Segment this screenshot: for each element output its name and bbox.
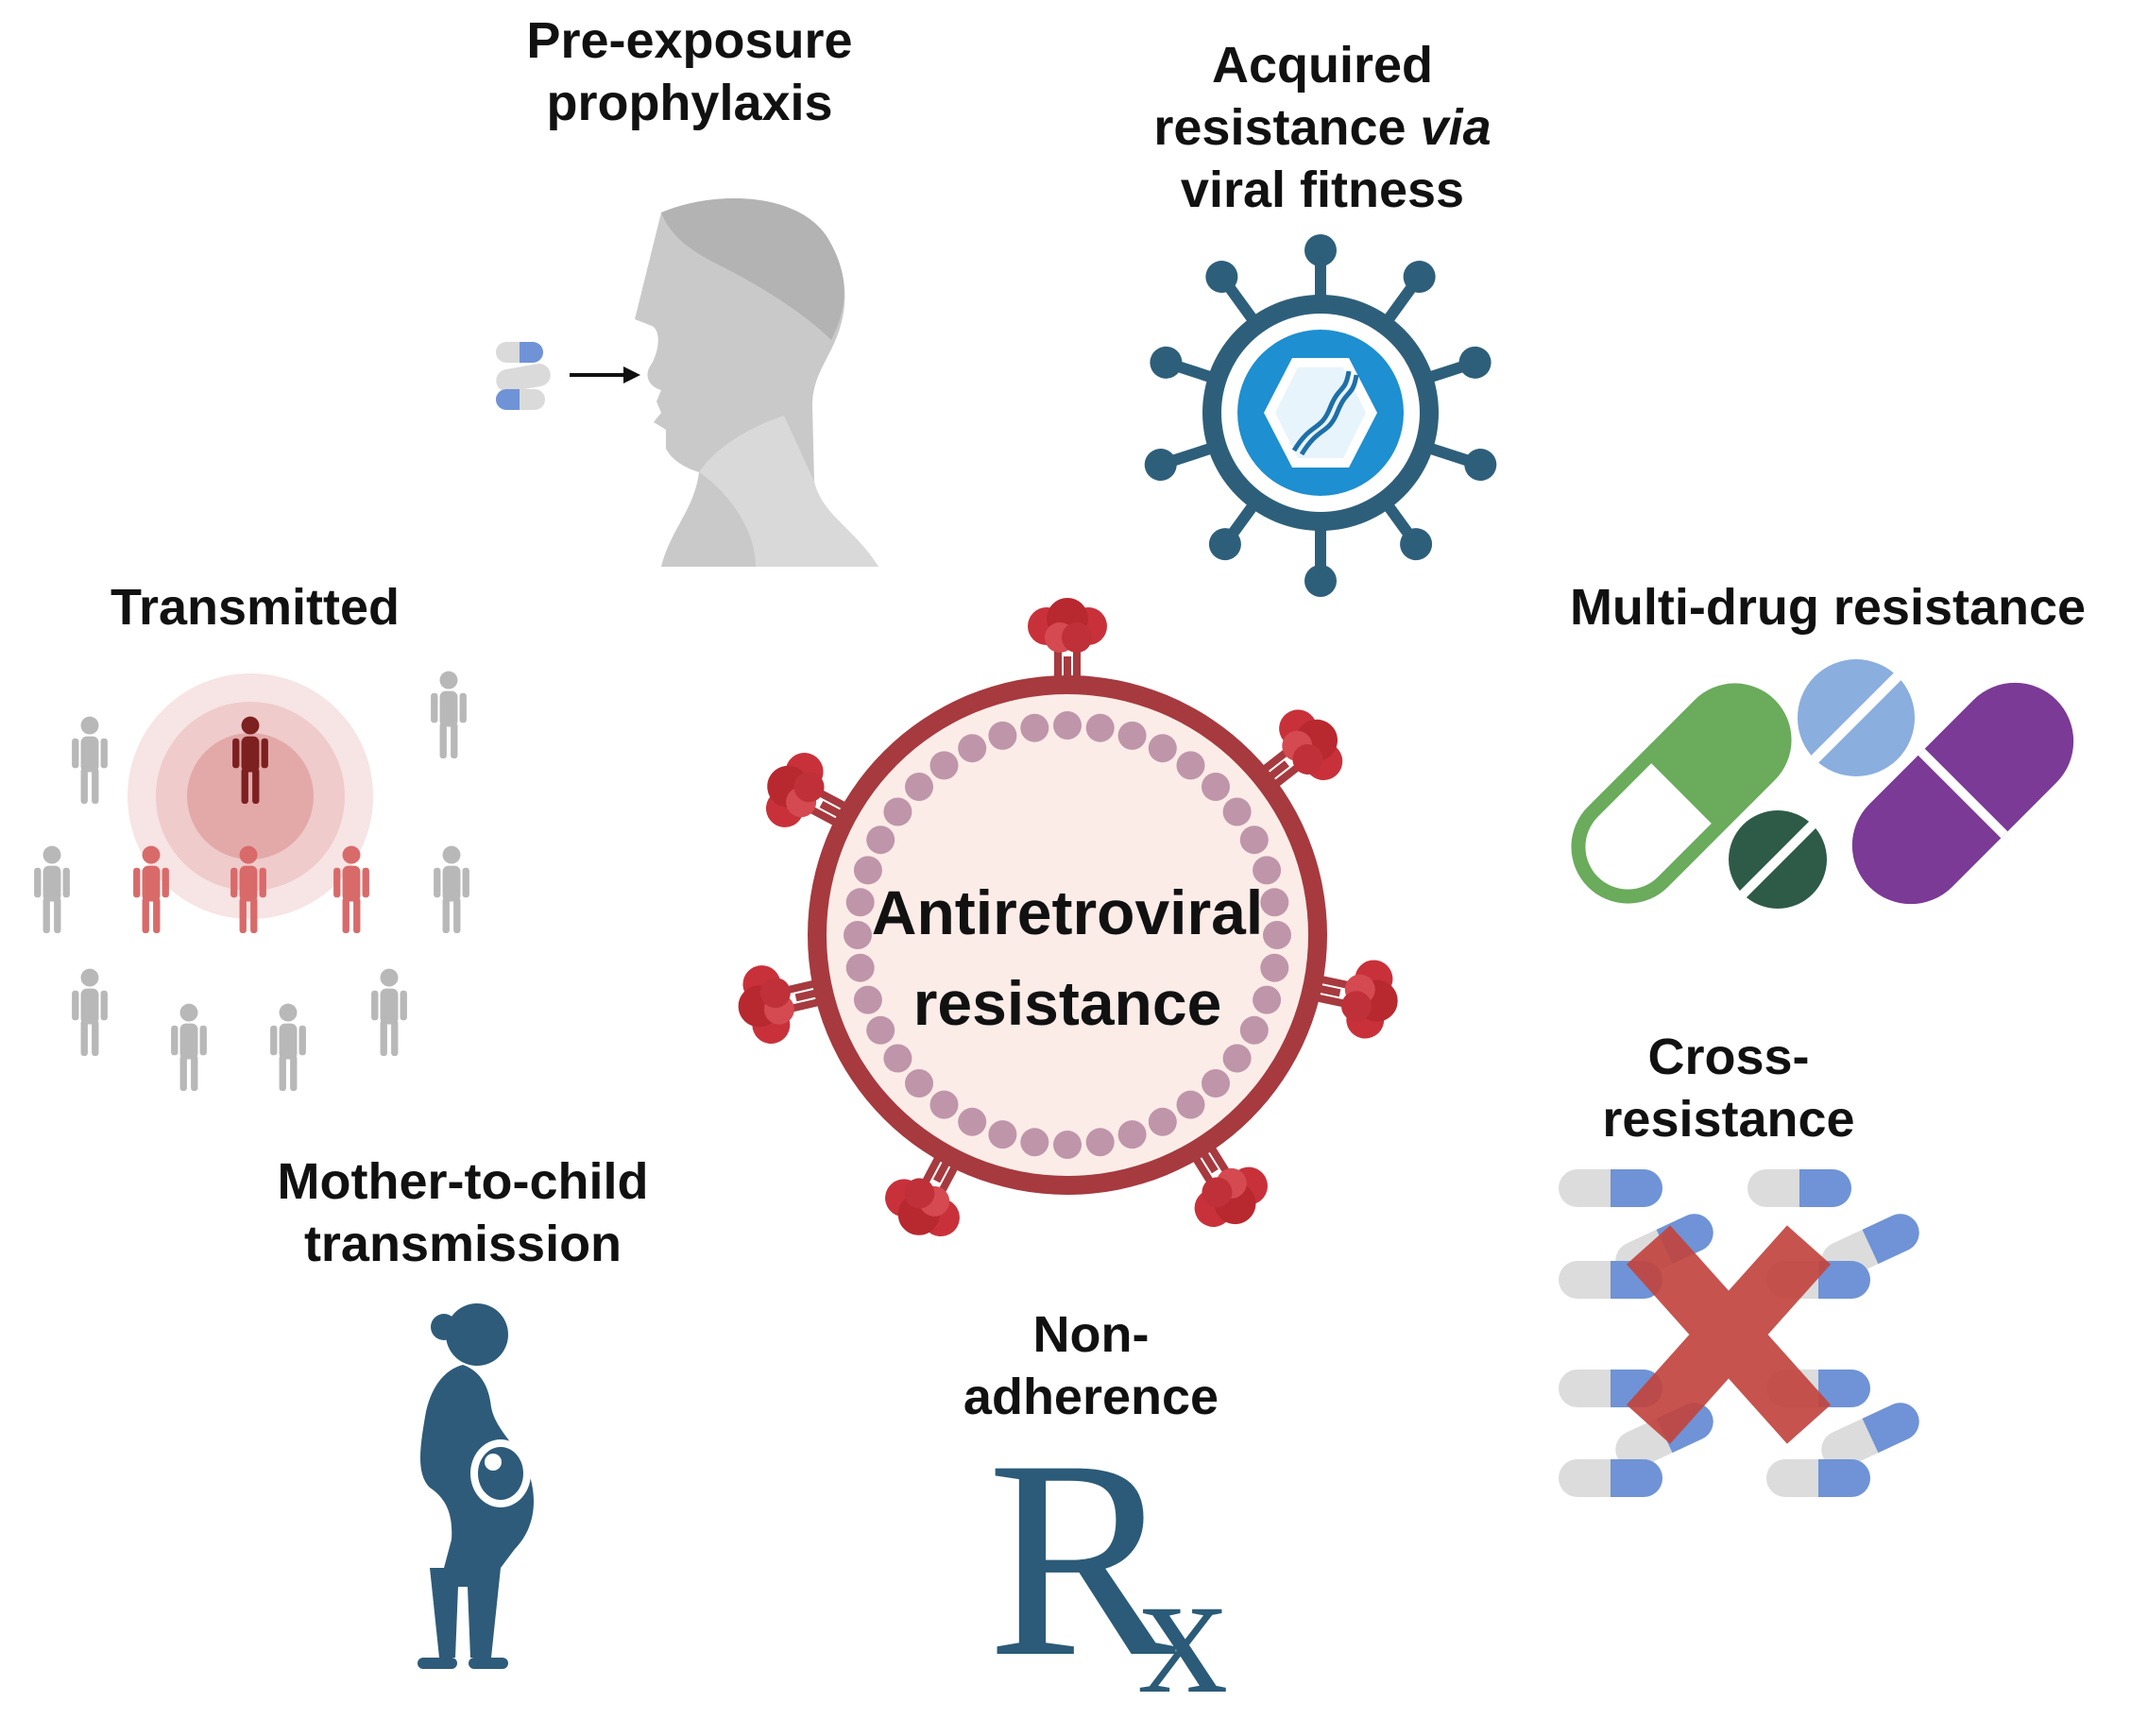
label-acquired-line2: resistance via	[1105, 96, 1540, 159]
virion-bead	[1117, 721, 1147, 750]
virion-bead	[1176, 1090, 1205, 1119]
virion-bead	[905, 1069, 933, 1098]
virion-bead	[1253, 985, 1282, 1014]
virion-bead	[929, 751, 959, 780]
virion-bead	[1020, 1128, 1049, 1157]
virion-bead	[866, 825, 895, 855]
virion-bead	[1176, 751, 1205, 780]
virion-bead	[958, 734, 987, 763]
pills-icon	[1571, 659, 2074, 909]
crossed-pills-icon	[1559, 1169, 1926, 1497]
virion-bead	[1202, 1069, 1230, 1098]
label-mtct: Mother-to-child transmission	[246, 1150, 680, 1275]
virion-bead	[929, 1090, 959, 1119]
label-cross-line2: resistance	[1602, 1091, 1855, 1148]
rx-icon: Rx	[987, 1417, 1266, 1736]
label-acquired-line3: viral fitness	[1180, 162, 1465, 218]
label-transmitted-text: Transmitted	[110, 579, 401, 636]
label-multidrug: Multi-drug resistance	[1526, 576, 2130, 638]
virion-bead	[1239, 1015, 1269, 1045]
virion-bead	[853, 856, 882, 885]
virion-bead	[1085, 713, 1115, 742]
virion-bead	[853, 985, 882, 1014]
virion-bead	[1148, 734, 1177, 763]
virion-bead	[1020, 713, 1049, 742]
virion-bead	[1117, 1120, 1147, 1149]
virion-bead	[1202, 773, 1230, 801]
virion-bead	[1239, 825, 1269, 855]
label-nonadherence-line2: adherence	[963, 1369, 1219, 1425]
virion-bead	[883, 797, 912, 826]
label-prep-line2: prophylaxis	[546, 75, 833, 131]
virion-bead	[866, 1015, 895, 1045]
virus-icon	[1144, 234, 1497, 597]
virion-bead	[1253, 856, 1282, 885]
label-acquired: Acquired resistance via viral fitness	[1105, 34, 1540, 221]
person-taking-pills-icon	[496, 198, 878, 568]
label-mtct-line1: Mother-to-child	[277, 1153, 649, 1210]
virion-bead	[1222, 1044, 1252, 1073]
virion-bead	[988, 721, 1017, 750]
center-title-line2: resistance	[912, 968, 1222, 1038]
virion-bead	[845, 888, 875, 917]
label-mtct-line2: transmission	[303, 1216, 622, 1272]
label-acquired-line2-italic: via	[1420, 99, 1492, 156]
label-nonadherence-line1: Non-	[1032, 1306, 1150, 1363]
hiv-virion-icon	[730, 598, 1406, 1251]
label-cross: Cross- resistance	[1559, 1026, 1899, 1150]
people-transmission-icon	[34, 671, 469, 1092]
virion-bead	[1148, 1107, 1177, 1136]
rx-r: R	[987, 1402, 1177, 1715]
label-cross-line1: Cross-	[1647, 1029, 1810, 1085]
virion-bead	[988, 1120, 1017, 1149]
label-acquired-line2-main: resistance	[1153, 99, 1421, 156]
virion-bead	[1263, 921, 1291, 949]
virion-bead	[883, 1044, 912, 1073]
diagram-canvas	[34, 198, 2074, 1669]
label-nonadherence: Non- adherence	[907, 1303, 1275, 1428]
virion-bead	[1260, 953, 1289, 982]
label-prep: Pre-exposure prophylaxis	[491, 9, 888, 134]
virion-bead	[1260, 888, 1289, 917]
virion-bead	[845, 953, 875, 982]
virion-bead	[905, 773, 933, 801]
virion-bead	[958, 1107, 987, 1136]
rx-x: x	[1138, 1533, 1229, 1731]
virion-bead	[1053, 1131, 1082, 1159]
label-multidrug-text: Multi-drug resistance	[1569, 579, 2087, 636]
virion-bead	[1053, 711, 1082, 740]
label-transmitted: Transmitted	[57, 576, 453, 638]
label-acquired-line1: Acquired	[1211, 37, 1434, 94]
virion-bead	[844, 921, 872, 949]
pregnant-woman-icon	[418, 1303, 534, 1669]
center-title-line1: Antiretroviral	[871, 877, 1264, 947]
label-prep-line1: Pre-exposure	[526, 12, 853, 69]
center-title: Antiretroviral resistance	[831, 867, 1304, 1048]
virion-bead	[1085, 1128, 1115, 1157]
virion-bead	[1222, 797, 1252, 826]
